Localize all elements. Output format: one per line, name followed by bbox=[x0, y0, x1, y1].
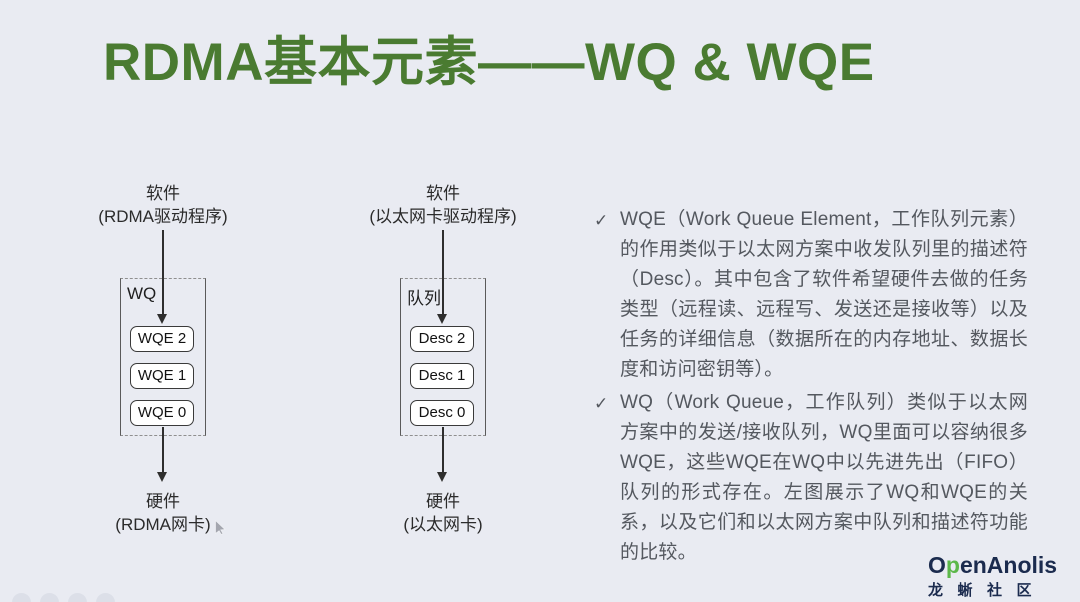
bullet-wq: ✓ WQ（Work Queue，工作队列）类似于以太网方案中的发送/接收队列，W… bbox=[594, 388, 1028, 568]
logo-letter: O bbox=[928, 552, 946, 578]
software-label-line1: 软件 bbox=[426, 184, 460, 203]
queue-item: Desc 1 bbox=[410, 363, 474, 389]
hardware-label-ethernet: 硬件 (以太网卡) bbox=[343, 490, 543, 536]
hardware-label-rdma: 硬件 (RDMA网卡) bbox=[63, 490, 263, 536]
hardware-label-line2: (以太网卡) bbox=[403, 515, 483, 534]
queue-item: WQE 1 bbox=[130, 363, 194, 389]
hardware-label-line2: (RDMA网卡) bbox=[115, 515, 211, 534]
logo-subtitle: 龙蜥社区 bbox=[928, 582, 1047, 599]
queue-label: WQ bbox=[127, 284, 157, 303]
pager-dot bbox=[40, 593, 59, 602]
gecko-icon: p bbox=[945, 552, 960, 578]
queue-item: WQE 2 bbox=[130, 326, 194, 352]
software-label-line2: (以太网卡驱动程序) bbox=[369, 207, 517, 226]
software-label-line2: (RDMA驱动程序) bbox=[98, 207, 228, 226]
pager-dot bbox=[68, 593, 87, 602]
slide-title: RDMA基本元素——WQ & WQE bbox=[103, 33, 875, 92]
wq-dashed-container: WQ WQE 2 WQE 1 WQE 0 bbox=[120, 278, 206, 436]
check-icon: ✓ bbox=[594, 394, 609, 413]
queue-label: 队列 bbox=[407, 289, 441, 308]
pager-dot bbox=[96, 593, 115, 602]
queue-item: Desc 0 bbox=[410, 400, 474, 426]
check-icon: ✓ bbox=[594, 211, 609, 230]
openanolis-wordmark: OpenAnolis bbox=[928, 553, 1068, 577]
queue-item: WQE 0 bbox=[130, 400, 194, 426]
diagram-ethernet-queue: 软件 (以太网卡驱动程序) 队列 Desc 2 Desc 1 Desc 0 硬件… bbox=[343, 180, 543, 545]
hardware-label-line1: 硬件 bbox=[426, 492, 460, 511]
queue-item: Desc 2 bbox=[410, 326, 474, 352]
software-label-rdma: 软件 (RDMA驱动程序) bbox=[63, 182, 263, 228]
logo-letters: enAnolis bbox=[959, 552, 1058, 578]
mouse-cursor-icon bbox=[215, 519, 226, 540]
software-label-ethernet: 软件 (以太网卡驱动程序) bbox=[343, 182, 543, 228]
bullet-text: WQE（Work Queue Element，工作队列元素）的作用类似于以太网方… bbox=[620, 209, 1028, 380]
diagram-rdma-wq: 软件 (RDMA驱动程序) WQ WQE 2 WQE 1 WQE 0 硬件 (R… bbox=[63, 180, 263, 545]
bullet-wqe: ✓ WQE（Work Queue Element，工作队列元素）的作用类似于以太… bbox=[594, 205, 1028, 385]
software-label-line1: 软件 bbox=[146, 184, 180, 203]
notes-panel: ✓ WQE（Work Queue Element，工作队列元素）的作用类似于以太… bbox=[594, 205, 1028, 568]
bullet-text: WQ（Work Queue，工作队列）类似于以太网方案中的发送/接收队列，WQ里… bbox=[620, 392, 1028, 563]
queue-dashed-container: 队列 Desc 2 Desc 1 Desc 0 bbox=[400, 278, 486, 436]
hardware-label-line1: 硬件 bbox=[146, 492, 180, 511]
openanolis-logo: OpenAnolis 龙蜥社区 bbox=[928, 553, 1068, 600]
pager-dot bbox=[12, 593, 31, 602]
